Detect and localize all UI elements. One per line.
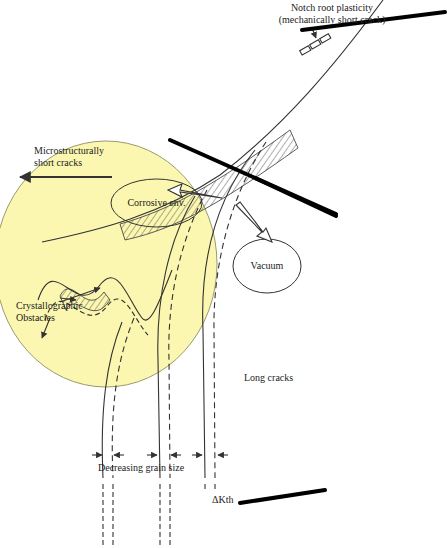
- leader-line: [60, 288, 100, 302]
- annotation-label: Notch root plasticity (mechanically shor…: [262, 2, 402, 25]
- long-crack-curve: [158, 196, 195, 478]
- direction-arrow: [92, 454, 102, 455]
- axis-annotation: Decreasing grain size: [98, 462, 228, 474]
- node-text: Microstructurally short cracks: [34, 145, 112, 168]
- grain-symbol: [320, 34, 331, 43]
- threshold-label: ΔKth: [212, 494, 242, 506]
- direction-arrow: [218, 454, 228, 455]
- callout-line: [240, 490, 325, 503]
- leader-line: [42, 318, 50, 338]
- environment-ellipse: Vacuum: [232, 238, 302, 294]
- node-text: Vacuum: [251, 260, 284, 272]
- direction-arrow: [171, 454, 181, 455]
- long-crack-curve: [169, 190, 207, 478]
- hatched-band: [60, 289, 110, 311]
- node-text: Corrosive env.: [127, 197, 185, 209]
- node-outline: [233, 239, 301, 293]
- node-text: Crystallographic Obstacles: [16, 300, 86, 323]
- direction-arrow: [147, 454, 157, 455]
- direction-arrow: [192, 454, 202, 455]
- hollow-arrow: [236, 202, 272, 242]
- hollow-arrow: [168, 184, 222, 198]
- threshold-ticks: [103, 484, 215, 548]
- direction-arrow: [114, 454, 124, 455]
- long-crack-curve: [112, 318, 134, 478]
- short-crack-curve: [38, 270, 172, 320]
- grain-symbol: [300, 46, 311, 55]
- callout-line: [255, 178, 336, 216]
- long-crack-curve: [203, 150, 255, 478]
- direction-arrow: [20, 176, 112, 178]
- crack-curve: [42, 0, 383, 242]
- curve-label: Long cracks: [244, 372, 324, 384]
- grain-symbol: [310, 40, 321, 49]
- long-crack-curve: [214, 142, 266, 478]
- node-outline: [0, 141, 217, 387]
